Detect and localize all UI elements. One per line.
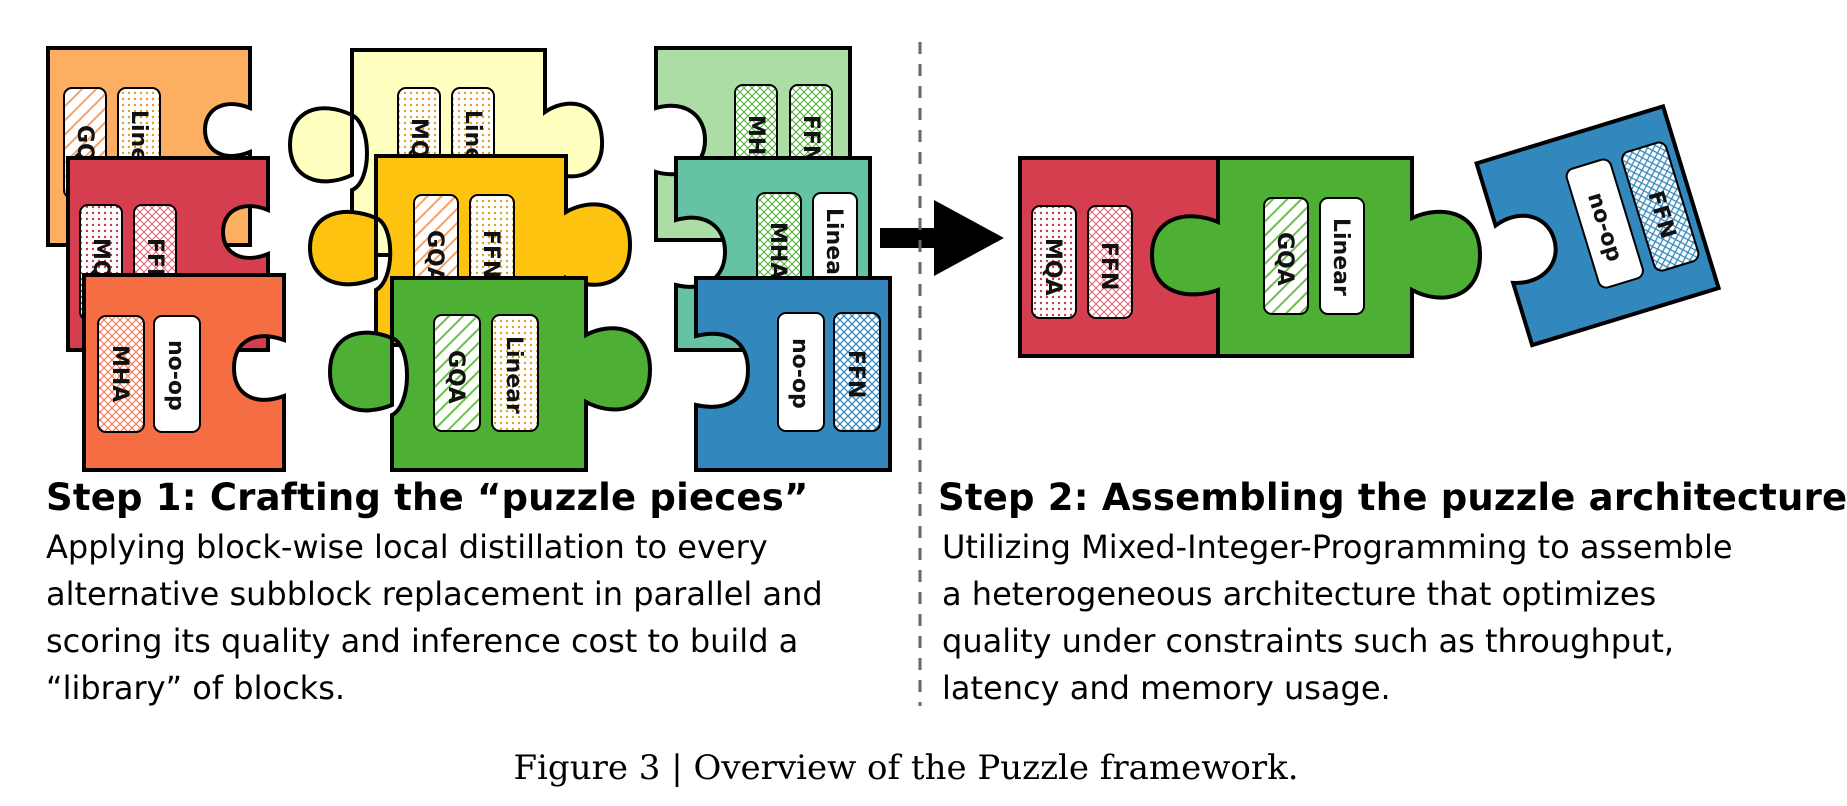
step2-line: latency and memory usage. [942, 669, 1391, 707]
assembled-piece-red: MQA FFN [1018, 156, 1222, 358]
step1-heading: Step 1: Crafting the “puzzle pieces” [46, 476, 809, 519]
label-gqa: GQA [1272, 232, 1297, 286]
label-gqa: GQA [422, 230, 447, 284]
puzzle-piece-orange: MHA no-op [82, 273, 286, 472]
step1-description: Applying block-wise local distillation t… [46, 524, 823, 712]
puzzle-piece-blue: no-op FFN [694, 276, 892, 472]
label-noop: no-op [163, 340, 188, 411]
label-mha: MHA [107, 345, 132, 402]
assembled-piece-green: GQA Linear [1149, 156, 1483, 358]
label-ffn: FFN [1096, 242, 1121, 290]
step1-line: “library” of blocks. [46, 669, 346, 707]
label-gqa: GQA [443, 350, 468, 404]
label-linear: Linear [501, 336, 526, 414]
right-arrow-icon [880, 200, 1004, 276]
puzzle-piece-green: GQA Linear [327, 276, 653, 472]
label-ffn: FFN [478, 230, 503, 278]
label-linear: Linear [1328, 218, 1353, 296]
step2-line: a heterogeneous architecture that optimi… [942, 575, 1657, 613]
step1-line: Applying block-wise local distillation t… [46, 528, 768, 566]
step1-line: alternative subblock replacement in para… [46, 575, 823, 613]
label-mqa: MQA [1040, 238, 1065, 296]
label-mha: MHA [765, 222, 790, 279]
label-linear: Linear [821, 208, 846, 286]
step2-description: Utilizing Mixed-Integer-Programming to a… [942, 524, 1733, 712]
step2-line: quality under constraints such as throug… [942, 622, 1675, 660]
step2-line: Utilizing Mixed-Integer-Programming to a… [942, 528, 1733, 566]
label-noop: no-op [787, 338, 812, 409]
assembled-piece-blue: no-op FFN [1474, 103, 1722, 348]
figure-caption: Figure 3 | Overview of the Puzzle framew… [513, 748, 1299, 788]
label-ffn: FFN [843, 350, 868, 398]
label-ffn: FFN [798, 115, 823, 163]
step1-line: scoring its quality and inference cost t… [46, 622, 799, 660]
step2-heading: Step 2: Assembling the puzzle architectu… [938, 476, 1847, 519]
